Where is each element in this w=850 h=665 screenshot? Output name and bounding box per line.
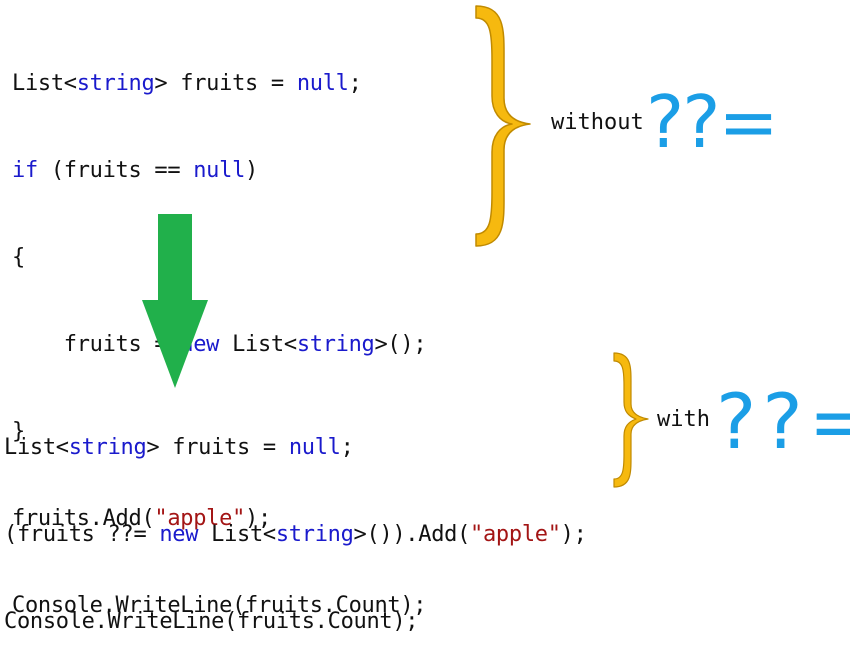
code-line: fruits = new List<string>(); xyxy=(12,330,427,359)
code-token: { xyxy=(12,245,25,270)
code-token: } xyxy=(12,419,25,444)
code-token: List< xyxy=(219,332,297,357)
null-coalescing-assignment-operator-bottom: ??= xyxy=(716,377,850,466)
code-token: ); xyxy=(560,522,587,547)
brace-shape xyxy=(613,352,649,488)
string-token: "apple" xyxy=(470,522,561,547)
without-label: without xyxy=(551,110,644,135)
down-arrow-icon xyxy=(142,214,208,388)
code-token: List< xyxy=(4,435,69,460)
code-token: > fruits = xyxy=(154,71,297,96)
code-token: (fruits == xyxy=(37,158,194,183)
code-token: ; xyxy=(340,435,354,460)
code-token: List< xyxy=(12,71,77,96)
code-token: >()).Add( xyxy=(353,522,471,547)
keyword-token: string xyxy=(275,522,354,547)
keyword-token: string xyxy=(296,332,375,357)
code-line: if (fruits == null) xyxy=(12,156,426,185)
code-token: >(); xyxy=(374,332,427,357)
keyword-token: string xyxy=(76,71,155,96)
curly-brace-top xyxy=(475,5,531,247)
code-token: Console.WriteLine(fruits.Count); xyxy=(4,609,419,634)
with-label: with xyxy=(657,407,710,432)
keyword-token: null xyxy=(296,71,349,96)
brace-shape xyxy=(475,5,531,247)
code-token: ) xyxy=(245,158,258,183)
code-token: (fruits ??= xyxy=(4,522,160,547)
code-line: Console.WriteLine(fruits.Count); xyxy=(4,607,587,636)
arrow-shape xyxy=(142,214,208,388)
keyword-token: null xyxy=(288,435,341,460)
null-coalescing-assignment-operator-top: ??= xyxy=(646,80,779,164)
code-line: { xyxy=(12,243,426,272)
keyword-token: if xyxy=(12,158,38,183)
keyword-token: string xyxy=(68,435,147,460)
code-token: List< xyxy=(198,522,276,547)
code-line: List<string> fruits = null; xyxy=(12,69,426,98)
code-line: List<string> fruits = null; xyxy=(4,433,587,462)
keyword-token: null xyxy=(193,158,246,183)
code-with-operator: List<string> fruits = null; (fruits ??= … xyxy=(4,375,587,665)
code-token: ; xyxy=(348,71,362,96)
curly-brace-bottom xyxy=(613,352,649,488)
code-token: > fruits = xyxy=(146,435,289,460)
keyword-token: new xyxy=(159,522,199,547)
code-line: (fruits ??= new List<string>()).Add("app… xyxy=(4,520,587,549)
code-line: } xyxy=(12,417,426,446)
